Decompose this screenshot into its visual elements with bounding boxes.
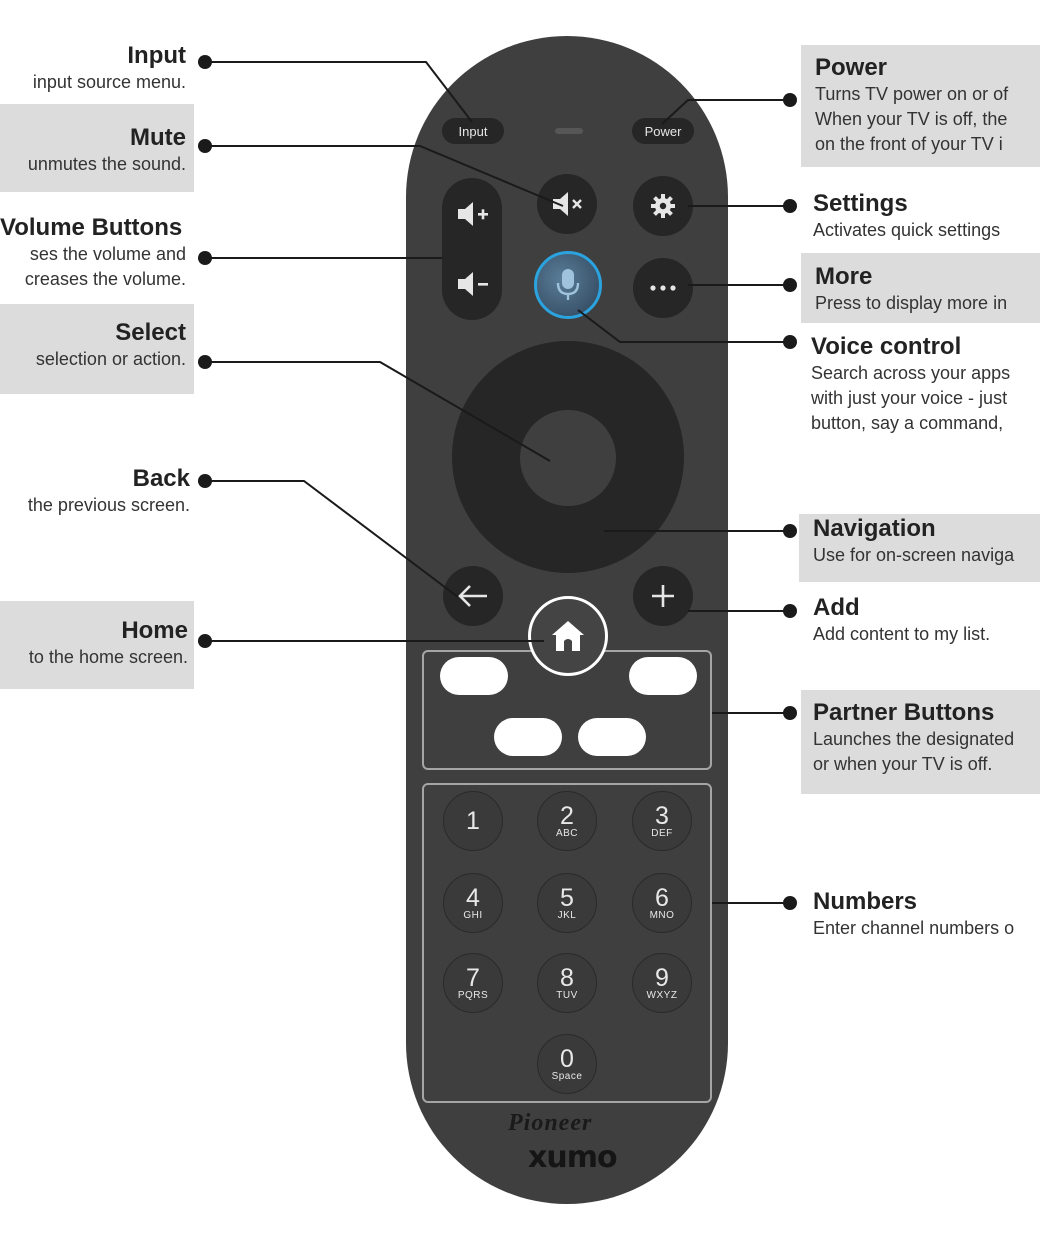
volume-up-icon[interactable] <box>442 184 502 244</box>
callout-desc-line1: Turns TV power on or of <box>815 84 1009 104</box>
callout-desc-line2: with just your voice - just <box>811 388 1008 408</box>
callout-home: Home to the home screen. <box>0 601 194 689</box>
indicator-light <box>555 128 583 134</box>
callout-more: More Press to display more in <box>801 253 1040 323</box>
number-key-4[interactable]: 4 GHI <box>443 873 503 933</box>
callout-settings: Settings Activates quick settings <box>813 190 1040 243</box>
callout-desc-line2: When your TV is off, the <box>815 109 1008 129</box>
partner-button-3[interactable] <box>494 718 562 756</box>
mute-button[interactable] <box>537 174 597 234</box>
callout-desc-line1: Launches the designated <box>813 729 1015 749</box>
callout-desc: input source menu. <box>32 72 186 92</box>
callout-title: More <box>815 263 873 290</box>
home-icon <box>552 621 584 651</box>
number-key-3[interactable]: 3 DEF <box>632 791 692 851</box>
callout-desc-line3: on the front of your TV i <box>815 134 1003 154</box>
select-button[interactable] <box>520 410 616 506</box>
callout-desc: selection or action. <box>35 349 186 369</box>
callout-title: Volume Buttons <box>0 214 183 241</box>
arrow-left-icon <box>458 585 487 607</box>
plus-icon <box>652 585 674 607</box>
pioneer-logo: Pioneer <box>508 1110 593 1136</box>
partner-button-4[interactable] <box>578 718 646 756</box>
home-button[interactable] <box>528 596 608 676</box>
callout-numbers: Numbers Enter channel numbers o <box>813 888 1040 941</box>
number-key-7[interactable]: 7 PQRS <box>443 953 503 1013</box>
back-button[interactable] <box>443 566 503 626</box>
callout-add: Add Add content to my list. <box>813 594 1040 647</box>
voice-button[interactable] <box>534 251 602 319</box>
callout-title: Power <box>815 54 888 81</box>
callout-volume: Volume Buttons ses the volume and crease… <box>0 214 186 292</box>
number-keypad-frame <box>422 783 712 1103</box>
gear-icon <box>651 194 675 218</box>
callout-title: Settings <box>813 190 908 217</box>
input-button[interactable]: Input <box>442 118 504 144</box>
partner-button-1[interactable] <box>440 657 508 695</box>
callout-desc-line2: or when your TV is off. <box>813 754 993 774</box>
callout-title: Input <box>127 42 186 69</box>
add-button[interactable] <box>633 566 693 626</box>
number-key-5[interactable]: 5 JKL <box>537 873 597 933</box>
callout-voice: Voice control Search across your apps wi… <box>811 333 1040 436</box>
callout-title: Home <box>121 617 188 644</box>
callout-navigation: Navigation Use for on-screen naviga <box>799 514 1040 582</box>
callout-desc: Enter channel numbers o <box>813 918 1015 938</box>
more-dots-icon <box>650 285 676 291</box>
number-key-9[interactable]: 9 WXYZ <box>632 953 692 1013</box>
callout-desc-line1: Search across your apps <box>811 363 1011 383</box>
callout-title: Partner Buttons <box>813 699 995 726</box>
number-key-8[interactable]: 8 TUV <box>537 953 597 1013</box>
callout-desc: the previous screen. <box>27 495 190 515</box>
volume-down-icon[interactable] <box>442 254 502 314</box>
volume-rocker <box>442 178 502 320</box>
callout-power: Power Turns TV power on or of When your … <box>801 45 1040 167</box>
callout-title: Back <box>132 465 190 492</box>
callout-desc: Add content to my list. <box>813 624 991 644</box>
callout-desc-line2: creases the volume. <box>24 269 186 289</box>
settings-button[interactable] <box>633 176 693 236</box>
callout-title: Add <box>813 594 860 621</box>
callout-title: Voice control <box>811 333 962 360</box>
callout-desc: Activates quick settings <box>813 220 1001 240</box>
microphone-icon <box>556 269 580 300</box>
mute-icon <box>553 192 582 216</box>
callout-title: Numbers <box>813 888 918 915</box>
callout-input: Input input source menu. <box>0 42 186 95</box>
callout-title: Navigation <box>813 515 936 542</box>
more-button[interactable] <box>633 258 693 318</box>
number-key-0[interactable]: 0 Space <box>537 1034 597 1094</box>
callout-desc-line3: button, say a command, <box>811 413 1004 433</box>
number-key-1[interactable]: 1 <box>443 791 503 851</box>
callout-title: Mute <box>130 124 186 151</box>
xumo-logo: xumo <box>528 1140 618 1175</box>
number-key-2[interactable]: 2 ABC <box>537 791 597 851</box>
callout-desc-line1: ses the volume and <box>29 244 186 264</box>
callout-select: Select selection or action. <box>0 304 194 394</box>
callout-desc: to the home screen. <box>28 647 188 667</box>
callout-desc: Use for on-screen naviga <box>813 545 1015 565</box>
callout-mute: Mute unmutes the sound. <box>0 104 194 192</box>
callout-desc: Press to display more in <box>815 293 1008 313</box>
partner-button-2[interactable] <box>629 657 697 695</box>
power-button[interactable]: Power <box>632 118 694 144</box>
callout-title: Select <box>115 319 186 346</box>
callout-back: Back the previous screen. <box>0 465 190 518</box>
number-key-6[interactable]: 6 MNO <box>632 873 692 933</box>
callout-partner-buttons: Partner Buttons Launches the designated … <box>801 690 1040 794</box>
callout-desc: unmutes the sound. <box>27 154 186 174</box>
